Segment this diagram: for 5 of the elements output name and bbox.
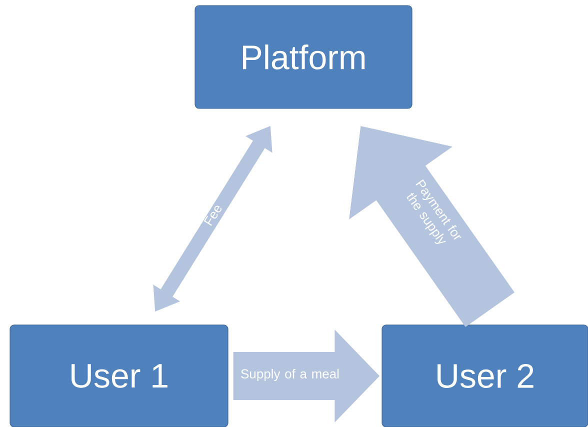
- node-box: User 2: [382, 324, 588, 427]
- node-box: Platform: [194, 5, 412, 109]
- node-box: User 1: [10, 324, 228, 427]
- edge-label: Supply of a meal: [241, 368, 339, 382]
- edge-label: Fee: [204, 206, 222, 226]
